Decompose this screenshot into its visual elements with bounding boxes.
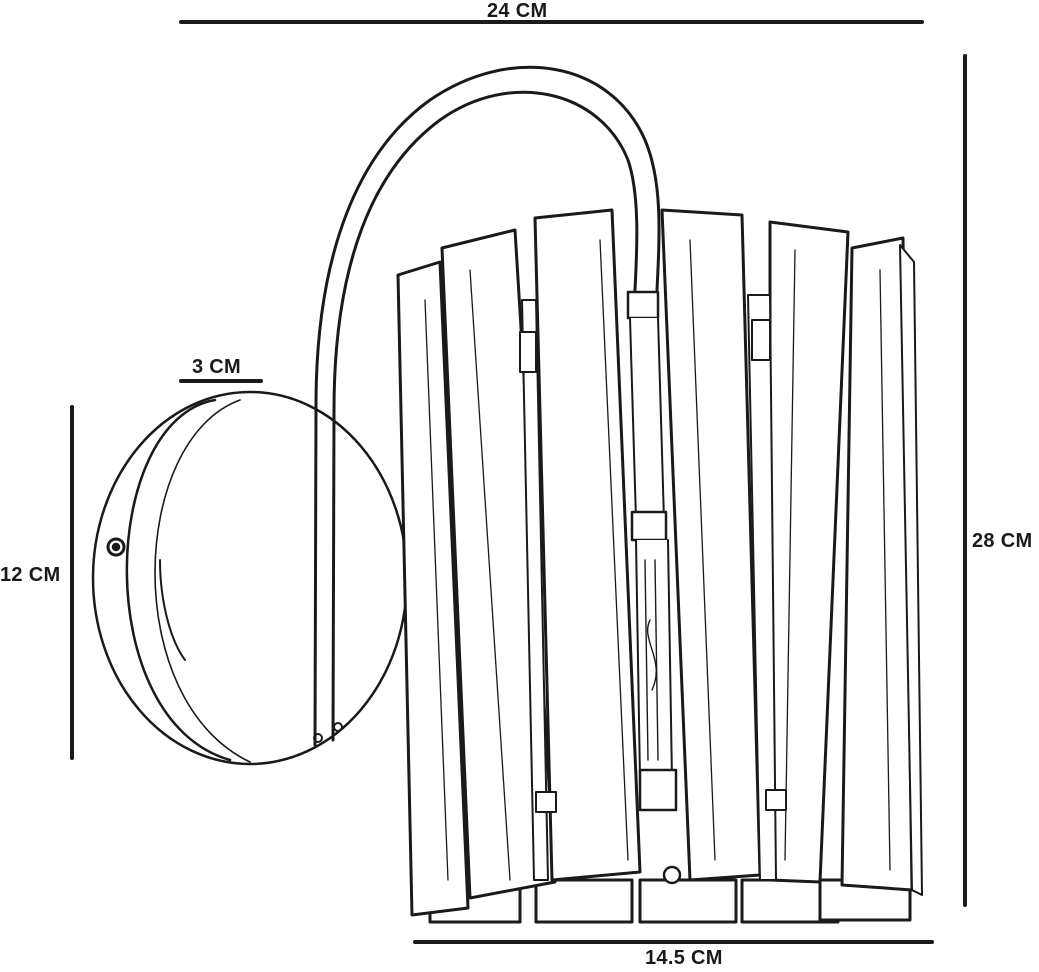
wall-plate <box>91 390 409 766</box>
shade-slat <box>396 260 470 917</box>
curved-arm <box>313 65 661 747</box>
overall-width-label: 24 CM <box>487 0 548 22</box>
overall-height-label: 28 CM <box>972 530 1033 552</box>
shade-slat <box>440 228 557 900</box>
lamp-shade <box>396 208 923 924</box>
wall-plate-diameter-label: 12 CM <box>0 564 61 586</box>
shade-slat <box>768 220 850 884</box>
screw-icon <box>106 537 126 557</box>
shade-slat <box>533 208 642 882</box>
shade-width-label: 14.5 CM <box>645 947 723 969</box>
wall-plate-depth-label: 3 CM <box>192 356 241 378</box>
